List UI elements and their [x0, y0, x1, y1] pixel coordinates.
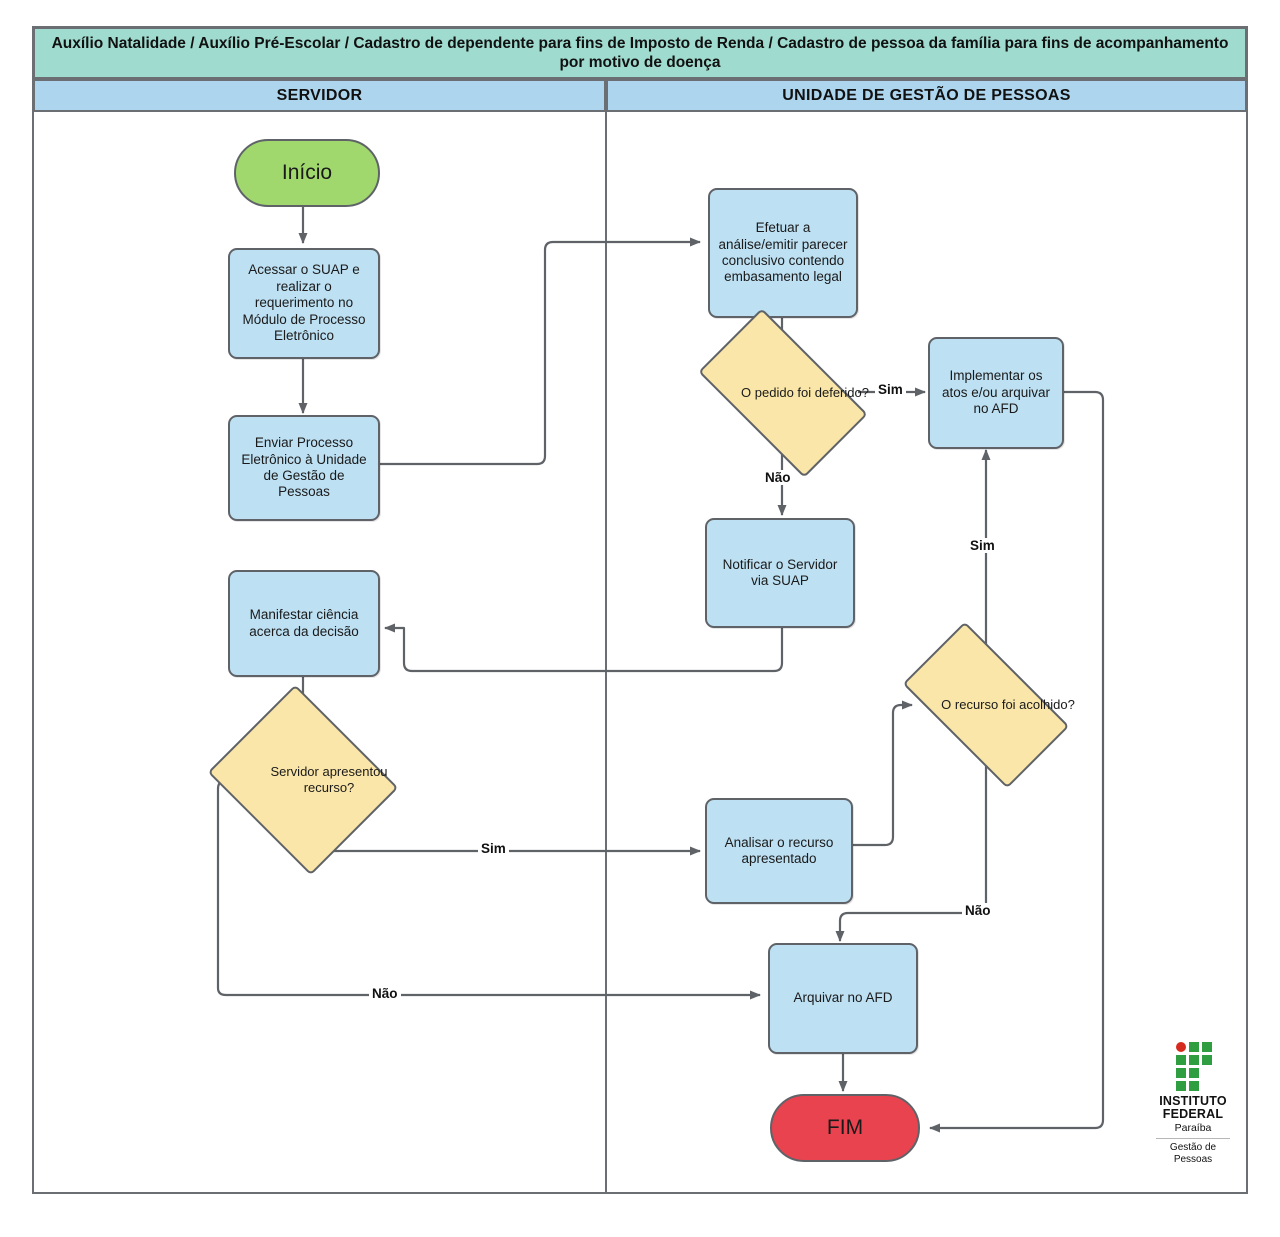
node-pedido-foi-deferido[interactable]: O pedido foi deferido?: [698, 308, 869, 478]
edge-label-pedido-sim: Sim: [875, 382, 906, 397]
lane-header-servidor: SERVIDOR: [33, 79, 606, 112]
logo-federal-text: FEDERAL: [1162, 1106, 1224, 1121]
edge-label-servidor-nao: Não: [369, 986, 401, 1001]
node-arquivar-afd[interactable]: Arquivar no AFD: [768, 943, 918, 1054]
diagram-title: Auxílio Natalidade / Auxílio Pré-Escolar…: [33, 27, 1247, 79]
edge-label-servidor-sim: Sim: [478, 841, 509, 856]
logo-unit-text: Gestão de Pessoas: [1170, 1142, 1216, 1167]
node-efetuar-analise[interactable]: Efetuar a análise/emitir parecer conclus…: [708, 188, 858, 318]
node-analisar-recurso[interactable]: Analisar o recurso apresentado: [705, 798, 853, 904]
edge-label-recurso-nao: Não: [962, 903, 994, 918]
node-servidor-apresentou-recurso[interactable]: Servidor apresentou recurso?: [207, 684, 399, 876]
diagram-frame: [32, 26, 1248, 1194]
node-notificar-servidor[interactable]: Notificar o Servidor via SUAP: [705, 518, 855, 628]
node-manifestar-ciencia[interactable]: Manifestar ciência acerca da decisão: [228, 570, 380, 677]
edge-label-recurso-sim: Sim: [967, 538, 998, 553]
ifpb-logo-mark-icon: [1169, 1042, 1217, 1092]
logo-unit-line2: Pessoas: [1173, 1154, 1213, 1166]
node-recurso-foi-acolhido[interactable]: O recurso foi acolhido?: [902, 621, 1075, 789]
logo-unit-line1: Gestão de: [1169, 1141, 1217, 1153]
node-enviar-processo[interactable]: Enviar Processo Eletrônico à Unidade de …: [228, 415, 380, 521]
edge-label-pedido-nao: Não: [762, 470, 794, 485]
lane-divider: [605, 112, 607, 1194]
node-acessar-suap[interactable]: Acessar o SUAP e realizar o requerimento…: [228, 248, 380, 359]
logo-divider: [1156, 1137, 1230, 1139]
logo-paraiba-text: Paraíba: [1174, 1121, 1212, 1134]
ifpb-logo: INSTITUTO FEDERAL Paraíba Gestão de Pess…: [1148, 1042, 1238, 1182]
node-inicio[interactable]: Início: [234, 139, 380, 207]
node-implementar-atos[interactable]: Implementar os atos e/ou arquivar no AFD: [928, 337, 1064, 449]
node-fim[interactable]: FIM: [770, 1094, 920, 1162]
lane-header-unidade-gestao-pessoas: UNIDADE DE GESTÃO DE PESSOAS: [606, 79, 1247, 112]
logo-instituto-text: INSTITUTO: [1159, 1094, 1227, 1108]
